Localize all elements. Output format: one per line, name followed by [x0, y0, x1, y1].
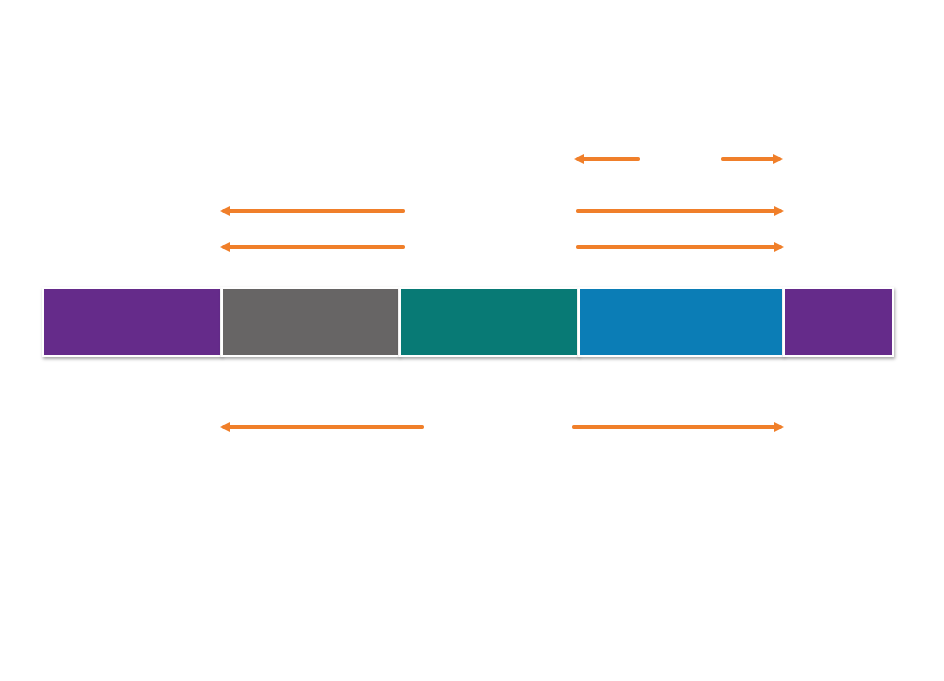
segment-blue [578, 287, 784, 357]
segment-teal [399, 287, 579, 357]
segment-purple-left [42, 287, 222, 357]
segment-purple-right [783, 287, 894, 357]
segment-gray [221, 287, 400, 357]
